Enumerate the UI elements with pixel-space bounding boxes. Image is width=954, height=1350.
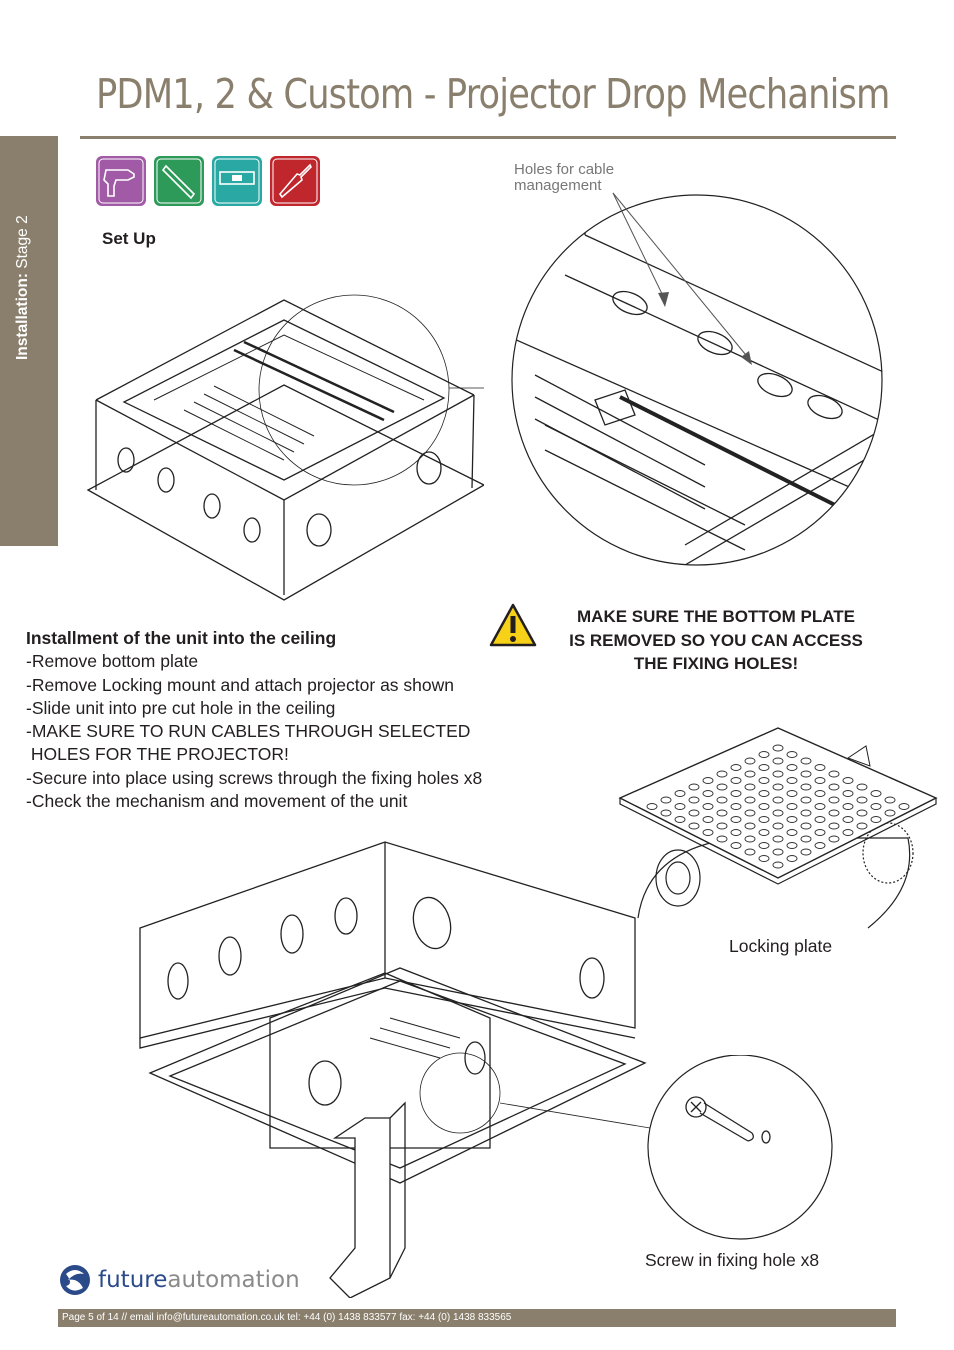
instruction-step: HOLES FOR THE PROJECTOR! xyxy=(26,744,289,765)
unit-top-diagram xyxy=(86,294,484,601)
instruction-step: -MAKE SURE TO RUN CABLES THROUGH SELECTE… xyxy=(26,721,471,742)
caption-holes: Holes for cable management xyxy=(514,161,615,194)
ceiling-install-diagram xyxy=(139,841,650,1298)
locking-plate-diagram xyxy=(618,727,938,929)
locking-plate-label: Locking plate xyxy=(729,936,833,956)
screw-label: Screw in fixing hole x8 xyxy=(645,1250,820,1270)
cable-holes-zoom xyxy=(511,192,883,566)
logo-text-light: automation xyxy=(167,1267,300,1293)
screw-zoom xyxy=(647,1055,833,1240)
company-logo: futureautomation xyxy=(58,1262,300,1298)
instruction-step: -Check the mechanism and movement of the… xyxy=(26,791,408,812)
instructions-heading: Installment of the unit into the ceiling xyxy=(26,628,337,648)
warning-icon xyxy=(489,603,537,647)
logo-icon xyxy=(60,1265,90,1295)
spirit-level-icon xyxy=(212,156,262,206)
drill-icon xyxy=(96,156,146,206)
page-title: PDM1, 2 & Custom - Projector Drop Mechan… xyxy=(96,70,890,118)
installation-instructions: Installment of the unit into the ceiling… xyxy=(26,627,482,813)
page-footer: Page 5 of 14 // email info@futureautomat… xyxy=(58,1309,896,1327)
logo-text-bold: future xyxy=(98,1267,168,1293)
tool-icons xyxy=(96,156,320,206)
instruction-step: -Slide unit into pre cut hole in the cei… xyxy=(26,697,336,718)
side-tab xyxy=(0,136,58,546)
instruction-step: -Secure into place using screws through … xyxy=(26,767,483,788)
instruction-step: -Remove bottom plate xyxy=(26,651,199,672)
instruction-step: -Remove Locking mount and attach project… xyxy=(26,674,455,695)
screwdriver-icon xyxy=(270,156,320,206)
warning-text: MAKE SURE THE BOTTOM PLATE IS REMOVED SO… xyxy=(569,607,863,673)
title-rule xyxy=(80,136,896,139)
setup-heading: Set Up xyxy=(102,229,156,248)
side-tab-label: Installation: Stage 2 xyxy=(14,215,31,360)
allen-key-icon xyxy=(154,156,204,206)
